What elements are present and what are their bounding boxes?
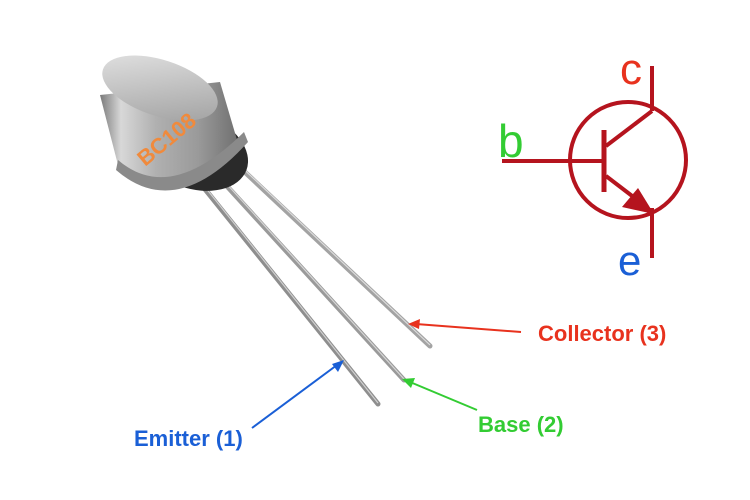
npn-transistor-symbol <box>502 66 688 258</box>
base-arrow <box>402 378 478 411</box>
emitter-lead <box>193 175 381 407</box>
base-label: Base (2) <box>478 412 564 437</box>
emitter-arrow <box>251 360 344 429</box>
transistor-can: BC108 <box>100 55 249 191</box>
collector-arrow <box>408 319 522 333</box>
emitter-arrowhead <box>622 188 654 214</box>
collector-lead <box>229 157 433 349</box>
collector-line <box>604 109 654 148</box>
transistor-leads <box>193 157 433 407</box>
collector-label: Collector (3) <box>538 321 667 346</box>
emitter-label: Emitter (1) <box>134 426 243 451</box>
base-letter: b <box>498 115 524 167</box>
emitter-letter: e <box>618 237 642 284</box>
collector-letter: c <box>620 45 642 94</box>
base-lead <box>211 169 407 383</box>
